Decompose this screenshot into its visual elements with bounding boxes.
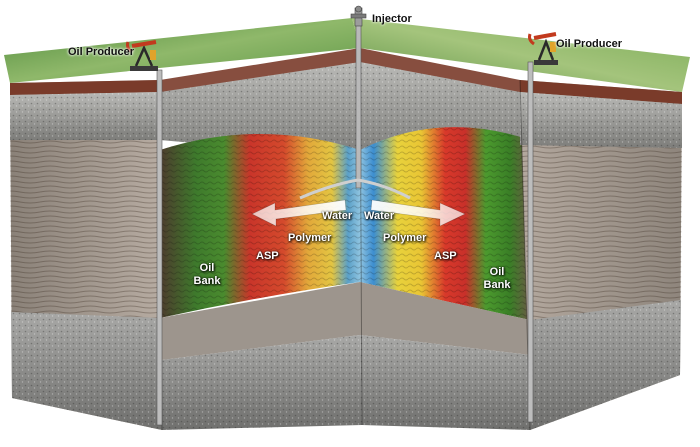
- right-outer-face: [520, 80, 682, 430]
- left-producer-well-pipe: [156, 69, 163, 426]
- oil-bank-left-line2: Bank: [193, 275, 221, 287]
- oil-bank-right-line1: Oil: [489, 266, 505, 278]
- flow-arrow-left: [251, 199, 347, 227]
- polymer-right-label: Polymer: [383, 232, 427, 244]
- left-inner-wall: [160, 48, 362, 430]
- oil-producer-right-label: Oil Producer: [556, 38, 623, 50]
- right-producer-well-pipe: [527, 61, 534, 423]
- oil-producer-left-label: Oil Producer: [68, 46, 135, 58]
- left-outer-face: [10, 80, 162, 430]
- flow-arrow-right: [370, 199, 466, 227]
- injector-wellhead-icon: [350, 5, 367, 27]
- oil-bank-left-line1: Oil: [199, 262, 215, 274]
- oil-bank-right-label: Oil Bank: [480, 266, 514, 292]
- pumpjack-icon: [126, 40, 158, 71]
- oil-bank-right-line2: Bank: [483, 279, 511, 291]
- water-right-label: Water: [364, 210, 395, 222]
- injector-label: Injector: [372, 13, 412, 25]
- polymer-left-label: Polymer: [288, 232, 332, 244]
- injector-well-pipe: [299, 17, 411, 200]
- water-left-label: Water: [322, 210, 353, 222]
- asp-left-label: ASP: [256, 250, 279, 262]
- asp-right-label: ASP: [434, 250, 457, 262]
- oil-bank-left-label: Oil Bank: [190, 262, 224, 288]
- ground-surface: [4, 18, 690, 92]
- pumpjack-icon: [528, 32, 558, 65]
